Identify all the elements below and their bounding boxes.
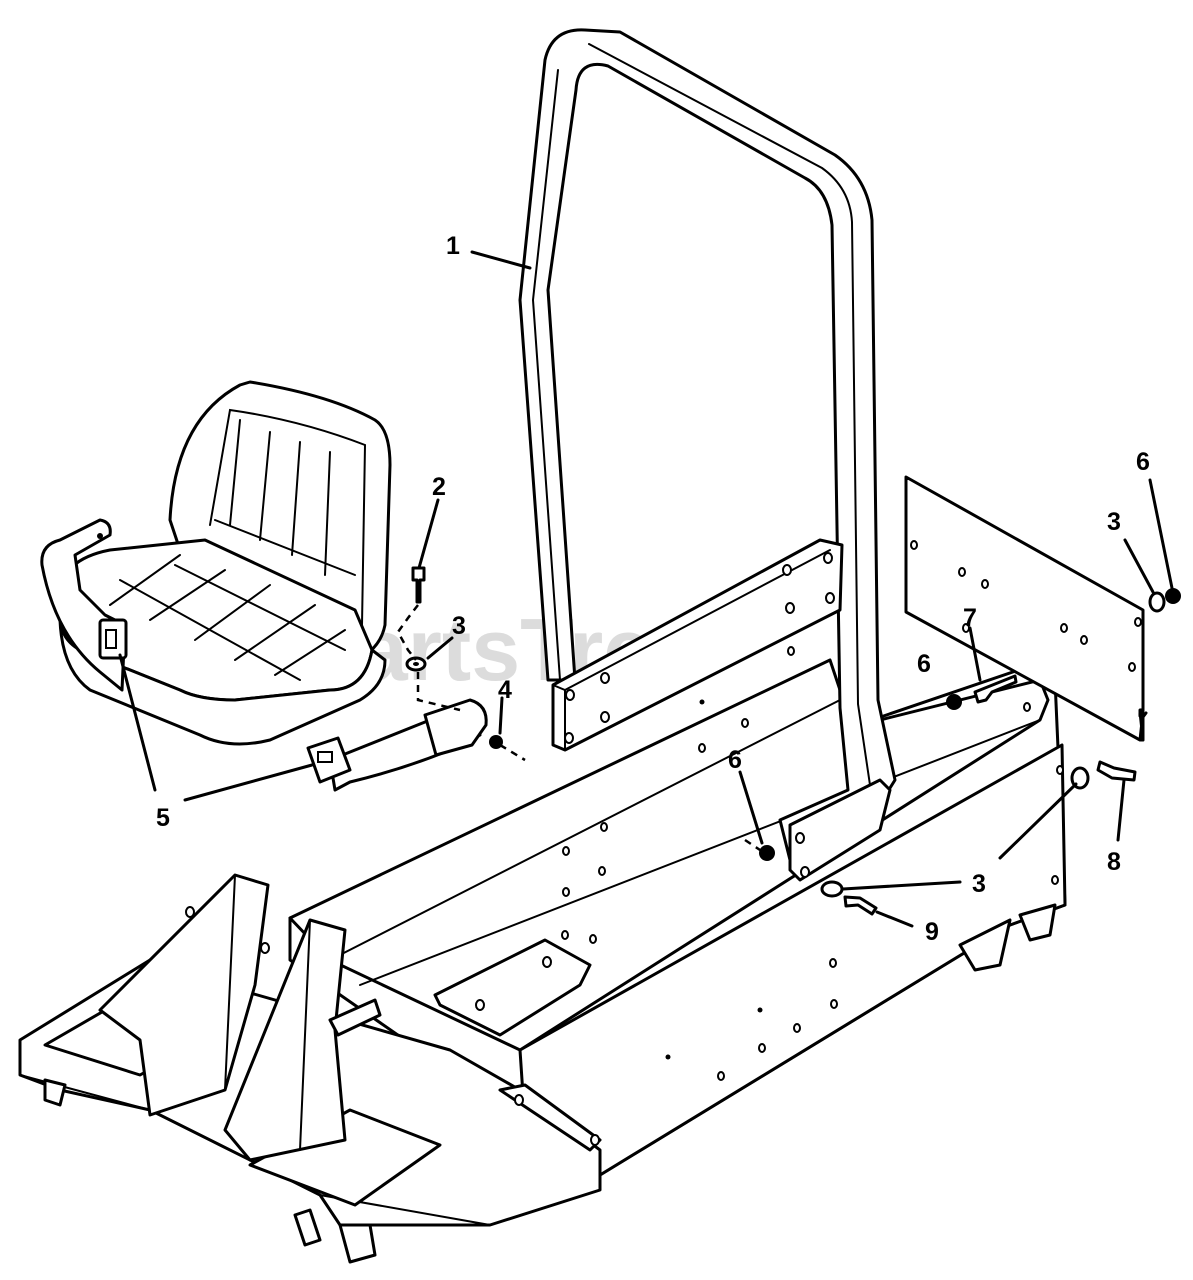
assembly-line-washer: [416, 672, 461, 712]
callout-6-rail: 6: [917, 650, 931, 678]
pedestal-right-edge: [299, 919, 311, 1151]
washer-3-back: [1148, 591, 1166, 613]
callout-2: 2: [432, 473, 446, 501]
seat-belt-tongue: [306, 736, 352, 784]
leader-lines: [118, 250, 1174, 928]
seat-cushion-pleats-b: [119, 564, 346, 681]
callout-7: 7: [963, 604, 977, 632]
hardware: [396, 566, 1181, 916]
assembly-line-nut6: [744, 838, 761, 852]
callout-3-back: 3: [1107, 508, 1121, 536]
callout-labels: 1 2 3 4 5 6 3 7 6 6 3 8 9: [156, 232, 1150, 946]
platform-crossbar: [328, 998, 382, 1037]
callout-1: 1: [446, 232, 460, 260]
back-plate: [904, 475, 1148, 742]
callout-4: 4: [498, 676, 512, 704]
roll-bar-mount-plate-upper: [551, 538, 844, 752]
callout-6-back: 6: [1136, 448, 1150, 476]
assembly-line-bolt2: [396, 604, 419, 661]
pedestal-left-edge: [224, 874, 236, 1091]
roll-bar-mount-plate-lower: [788, 778, 892, 882]
seat-base: [58, 618, 387, 746]
bolt-7: [973, 674, 1018, 704]
seat-backrest-seam: [214, 519, 356, 576]
callout-5: 5: [156, 804, 170, 832]
platform-foot-2: [338, 1223, 377, 1264]
seat-belt-buckle-slot: [105, 629, 117, 649]
bolt-9: [843, 895, 878, 916]
nut-6-rollbar: [759, 845, 775, 861]
nut-6-back: [1165, 588, 1181, 604]
assembly-line-nut4: [499, 743, 526, 762]
bolt-2: [411, 566, 426, 604]
roll-bar-tube-highlight: [531, 43, 871, 786]
platform-edge: [19, 1074, 491, 1226]
frame-inner-edge-2: [359, 719, 1041, 986]
seat-belt-retractor: [423, 698, 488, 757]
frame-inner-edge: [329, 699, 841, 961]
frame-holes: [475, 646, 1064, 1081]
seat-backrest-pleats: [229, 419, 331, 576]
seat-belt-right: [306, 698, 503, 792]
frame-foot-right-2: [1018, 903, 1057, 942]
seat-belt-tongue-slot: [317, 751, 333, 763]
back-plate-panel: [904, 475, 1148, 742]
bolt-8: [1096, 760, 1137, 782]
roll-bar: [518, 28, 897, 882]
seat-cushion-pleats-a: [109, 554, 346, 676]
callout-6-rollbar: 6: [728, 746, 742, 774]
callout-8: 8: [1107, 848, 1121, 876]
seat: [40, 380, 392, 746]
seat-belt-buckle: [98, 618, 128, 660]
nut-6-rail: [946, 694, 962, 710]
platform-foot-1: [293, 1208, 322, 1247]
platform-foot-3: [43, 1078, 67, 1107]
callout-3-seat: 3: [452, 612, 466, 640]
front-foot-platform: [18, 873, 602, 1264]
seat-mount-bracket-edge: [439, 984, 581, 1037]
seat-backrest-inner: [209, 408, 367, 626]
frame-foot-right: [958, 918, 1012, 972]
callout-9: 9: [925, 918, 939, 946]
washer-3-lower: [820, 880, 844, 898]
callout-3-lower: 3: [972, 870, 986, 898]
